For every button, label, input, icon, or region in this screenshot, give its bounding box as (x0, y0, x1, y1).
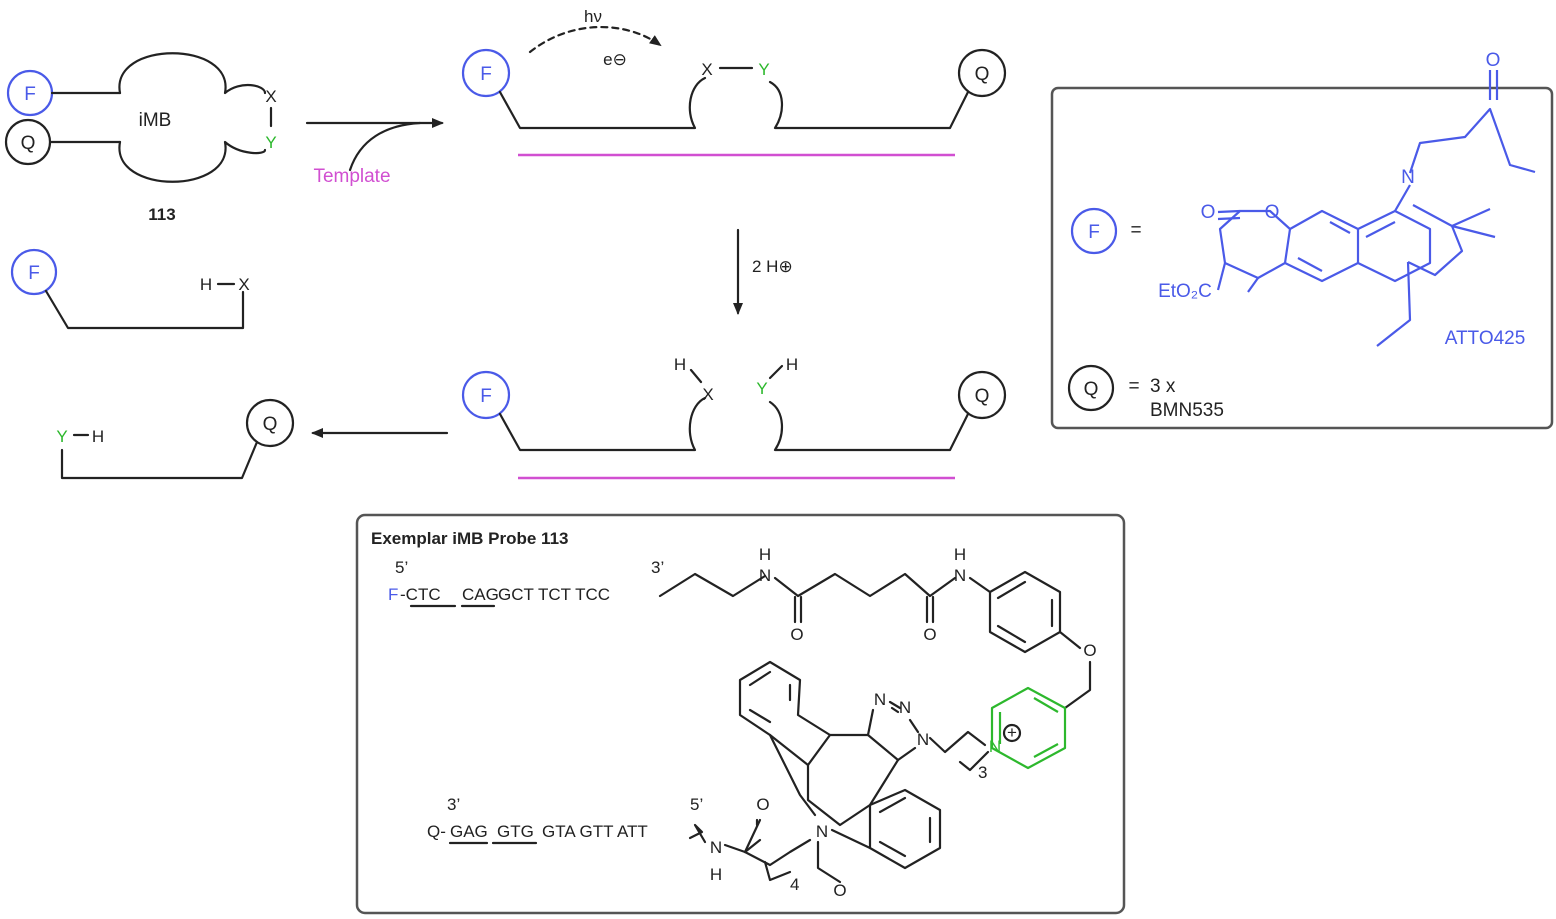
hv-label: hν (584, 7, 602, 26)
svg-text:Y: Y (758, 60, 769, 79)
amide-n: N (816, 822, 828, 841)
svg-text:H: H (786, 355, 798, 374)
q-label: Q (21, 133, 36, 154)
svg-text:N: N (710, 838, 722, 857)
svg-text:N: N (917, 730, 929, 749)
svg-text:H: H (200, 275, 212, 294)
svg-text:Y: Y (56, 427, 67, 446)
svg-text:X: X (702, 385, 713, 404)
electron-label: e⊖ (603, 50, 627, 69)
fluorophore-circle-icon (1070, 207, 1118, 255)
svg-text:GTA GTT ATT: GTA GTT ATT (542, 822, 648, 841)
svg-text:N: N (874, 690, 886, 709)
svg-text:H: H (92, 427, 104, 446)
fluorophore-circle-icon (461, 48, 511, 98)
atto425-structure: O N O O EtO₂C ATTO425 (1158, 50, 1536, 349)
svg-text:-CTC: -CTC (400, 585, 441, 604)
fragment-q-yh: Y H Q (56, 398, 295, 480)
fluorophore-circle-icon (461, 370, 511, 420)
svg-text:O: O (756, 795, 769, 814)
protons-label: 2 H⊕ (752, 257, 793, 276)
svg-text:Q: Q (975, 386, 990, 407)
svg-text:O: O (923, 625, 936, 644)
y-atom: Y (265, 133, 276, 152)
compound-number: 113 (148, 205, 175, 224)
imb-label: iMB (139, 110, 172, 131)
svg-text:3’: 3’ (651, 558, 664, 577)
svg-text:X: X (238, 275, 249, 294)
svg-text:N: N (899, 698, 911, 717)
svg-text:F: F (480, 386, 492, 407)
svg-text:GAG: GAG (450, 822, 488, 841)
quencher-count: 3 x (1150, 376, 1176, 397)
quencher-name: BMN535 (1150, 400, 1224, 421)
svg-text:F: F (28, 263, 40, 284)
quencher-circle-icon (245, 398, 295, 448)
lactone-o-ring: O (1265, 202, 1280, 223)
exemplar-q: Q- (427, 822, 446, 841)
ethyl-ester-label: EtO₂C (1158, 281, 1212, 302)
proton-arrow: 2 H⊕ (733, 228, 793, 315)
lactone-o-carbonyl: O (1201, 202, 1216, 223)
f-label: F (24, 84, 36, 105)
svg-text:+: + (1007, 723, 1017, 742)
x-atom: X (265, 87, 276, 106)
quencher-circle-icon (957, 370, 1007, 420)
legend-box: F = (1050, 50, 1554, 430)
svg-text:Y: Y (756, 379, 767, 398)
svg-text:O: O (833, 881, 846, 900)
svg-text:3’: 3’ (447, 795, 460, 814)
template-arrow: Template (305, 118, 444, 187)
svg-text:5’: 5’ (395, 558, 408, 577)
svg-text:H: H (710, 865, 722, 884)
pyridinium-n: N (989, 737, 1001, 756)
svg-text:5’: 5’ (690, 795, 703, 814)
svg-text:O: O (1083, 641, 1096, 660)
svg-text:=: = (1130, 220, 1141, 241)
svg-text:=: = (1128, 376, 1139, 397)
dye-name: ATTO425 (1445, 328, 1526, 349)
svg-text:X: X (701, 60, 712, 79)
svg-text:O: O (790, 625, 803, 644)
svg-text:CAG: CAG (462, 585, 499, 604)
probe-113-closed: F Q iMB X Y 113 (4, 52, 277, 224)
exemplar-title: Exemplar iMB Probe 113 (371, 529, 568, 548)
fluorophore-circle-icon (10, 248, 58, 296)
svg-text:H: H (954, 545, 966, 564)
svg-text:N: N (954, 566, 966, 585)
amine-n: N (1401, 167, 1415, 188)
svg-text:GCT TCT TCC: GCT TCT TCC (498, 585, 610, 604)
svg-text:3: 3 (978, 763, 987, 782)
probe-hybridized: F X Y Q hν e⊖ (461, 7, 1007, 157)
svg-text:4: 4 (790, 875, 799, 894)
svg-text:N: N (759, 566, 771, 585)
quencher-circle-icon (1067, 364, 1115, 412)
quencher-circle-icon (957, 48, 1007, 98)
exemplar-box: Exemplar iMB Probe 113 5’ F -CTC CAG GCT… (355, 513, 1126, 915)
fragment-f-hx: F H X (10, 248, 250, 330)
svg-text:F: F (480, 64, 492, 85)
svg-text:H: H (759, 545, 771, 564)
svg-text:Q: Q (263, 414, 278, 435)
svg-text:F: F (1088, 222, 1100, 243)
carbonyl-o: O (1486, 50, 1501, 71)
svg-text:Q: Q (975, 64, 990, 85)
exemplar-f: F (388, 585, 398, 604)
svg-text:Q: Q (1084, 379, 1099, 400)
svg-text:H: H (674, 355, 686, 374)
template-label: Template (313, 166, 390, 187)
svg-text:GTG: GTG (497, 822, 534, 841)
probe-cleaved: F X H Y H Q (461, 355, 1007, 480)
